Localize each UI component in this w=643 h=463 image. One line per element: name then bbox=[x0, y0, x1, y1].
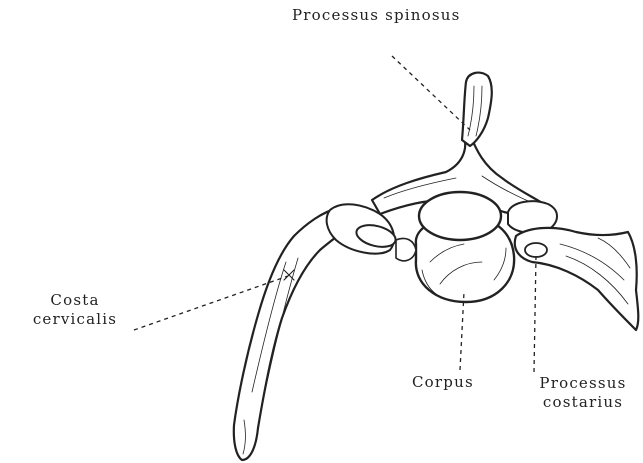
label-costa-cervicalis-line1: Costa bbox=[20, 291, 130, 310]
label-costa-cervicalis: Costa cervicalis bbox=[20, 291, 130, 329]
leader-processus-costarius bbox=[534, 256, 536, 372]
costa-cervicalis-shape bbox=[234, 208, 352, 460]
label-processus-costarius-line2: costarius bbox=[528, 393, 638, 412]
leader-corpus bbox=[460, 292, 464, 370]
processus-spinosus-shape bbox=[462, 73, 492, 146]
label-costa-cervicalis-line2: cervicalis bbox=[20, 310, 130, 329]
label-processus-costarius: Processus costarius bbox=[528, 374, 638, 412]
label-corpus: Corpus bbox=[412, 373, 474, 392]
label-processus-spinosus: Processus spinosus bbox=[292, 6, 461, 25]
label-processus-costarius-line1: Processus bbox=[528, 374, 638, 393]
body-upper-surface-shape bbox=[419, 192, 501, 240]
costarius-facet-shape bbox=[525, 243, 547, 257]
leader-processus-spinosus bbox=[392, 56, 470, 130]
